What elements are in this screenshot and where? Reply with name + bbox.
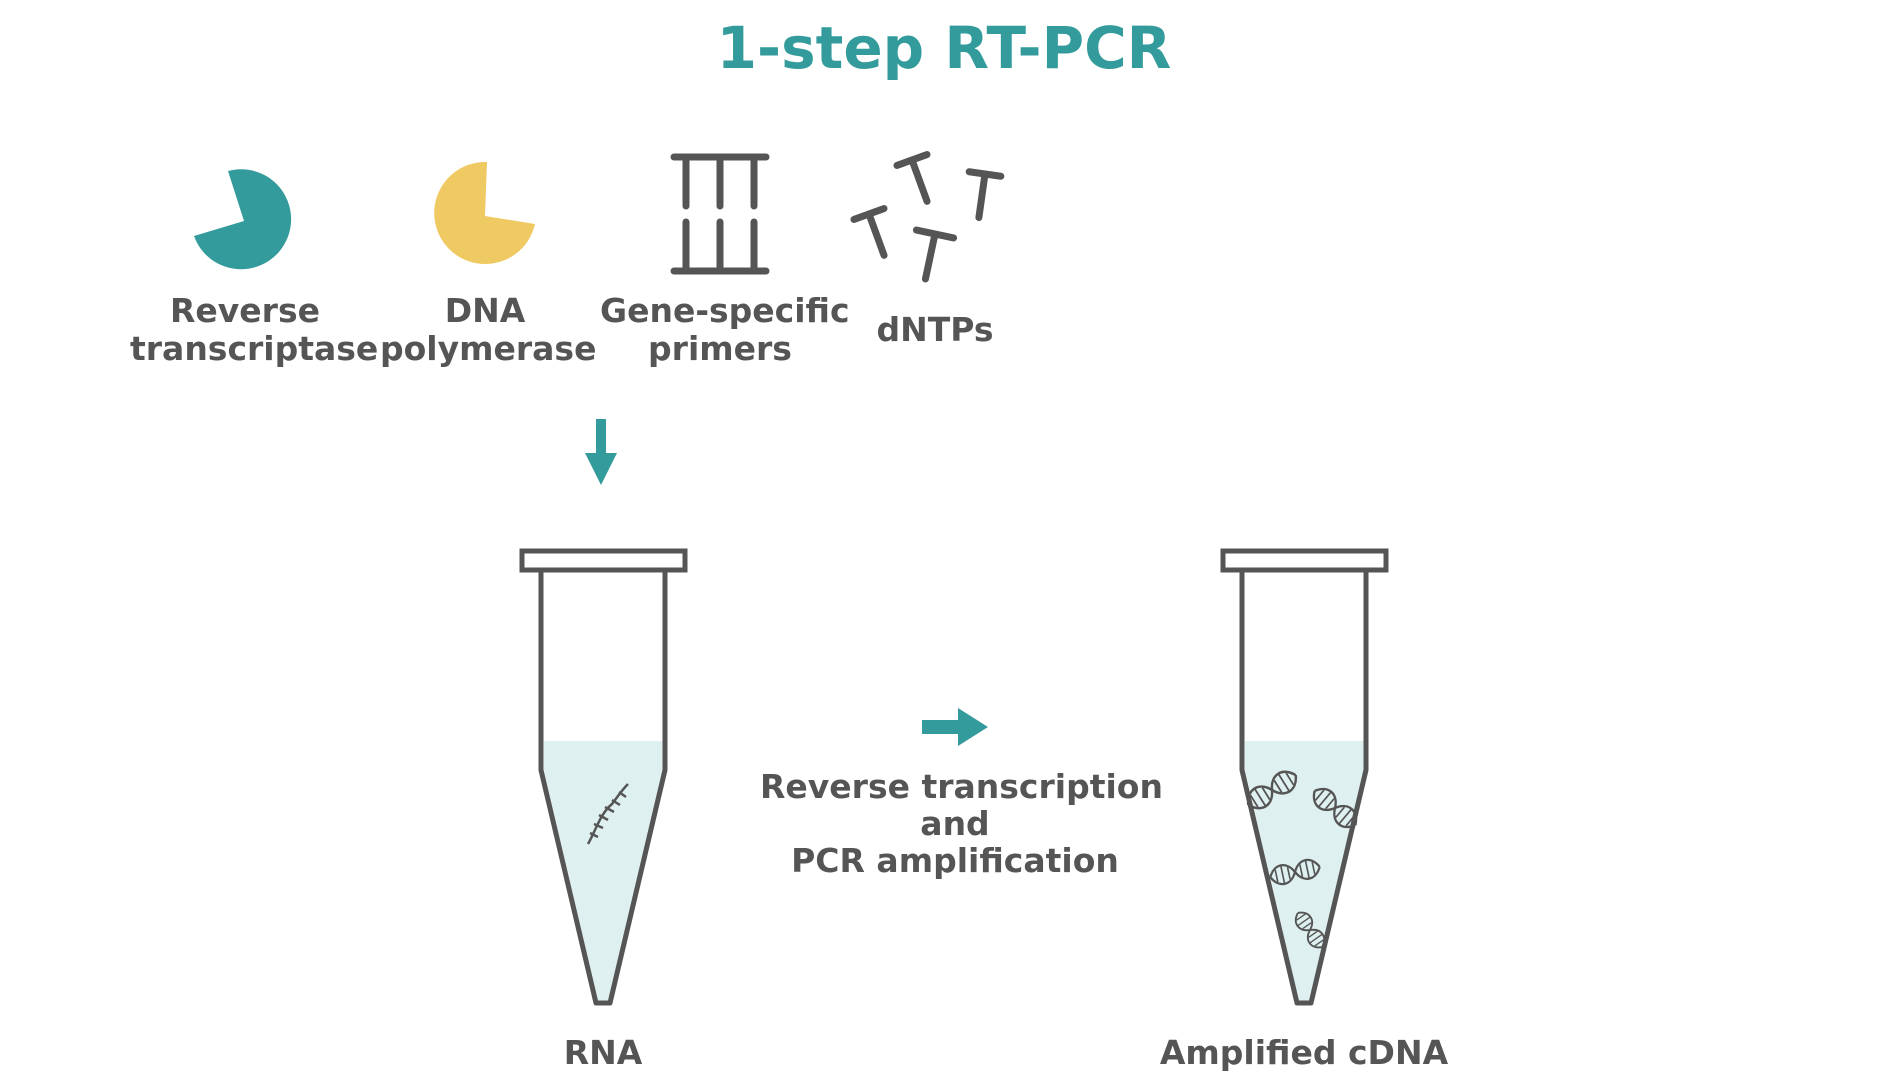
- tube-cap: [519, 548, 688, 573]
- rna-label: RNA: [563, 1033, 643, 1072]
- primers-icon: [670, 153, 770, 275]
- dntps-icon: [850, 151, 1005, 283]
- dna-helix-group: [1247, 770, 1358, 949]
- dna-helix-icon: [1294, 911, 1326, 949]
- tube-liquid: [544, 741, 663, 1001]
- dna-helix-icon: [1247, 770, 1297, 810]
- reagent-label-primers: Gene-specific primers: [600, 291, 850, 368]
- tube-cap: [1220, 548, 1389, 573]
- tube-body: [538, 570, 668, 1006]
- rna-tube: [519, 548, 688, 1006]
- process-label: Reverse transcription and PCR amplificat…: [760, 767, 1163, 880]
- down-arrow-icon: [585, 419, 617, 485]
- rna-strand-icon: [586, 783, 629, 845]
- cdna-tube: [1220, 548, 1389, 1006]
- dna-polymerase-icon: [434, 161, 535, 264]
- tube-liquid: [1245, 741, 1364, 1001]
- page-title: 1-step RT-PCR: [716, 14, 1172, 82]
- dna-helix-icon: [1312, 787, 1358, 829]
- right-arrow-icon: [922, 708, 988, 746]
- reverse-transcriptase-icon: [194, 169, 292, 270]
- reagent-label-reverse-transcriptase: Reverse transcriptase: [130, 291, 379, 368]
- dna-helix-icon: [1269, 858, 1321, 886]
- reagent-label-dntps: dNTPs: [876, 310, 994, 349]
- tube-body: [1239, 570, 1369, 1006]
- amplified-cdna-label: Amplified cDNA: [1159, 1033, 1449, 1072]
- reagent-label-dna-polymerase: DNA polymerase: [380, 291, 597, 368]
